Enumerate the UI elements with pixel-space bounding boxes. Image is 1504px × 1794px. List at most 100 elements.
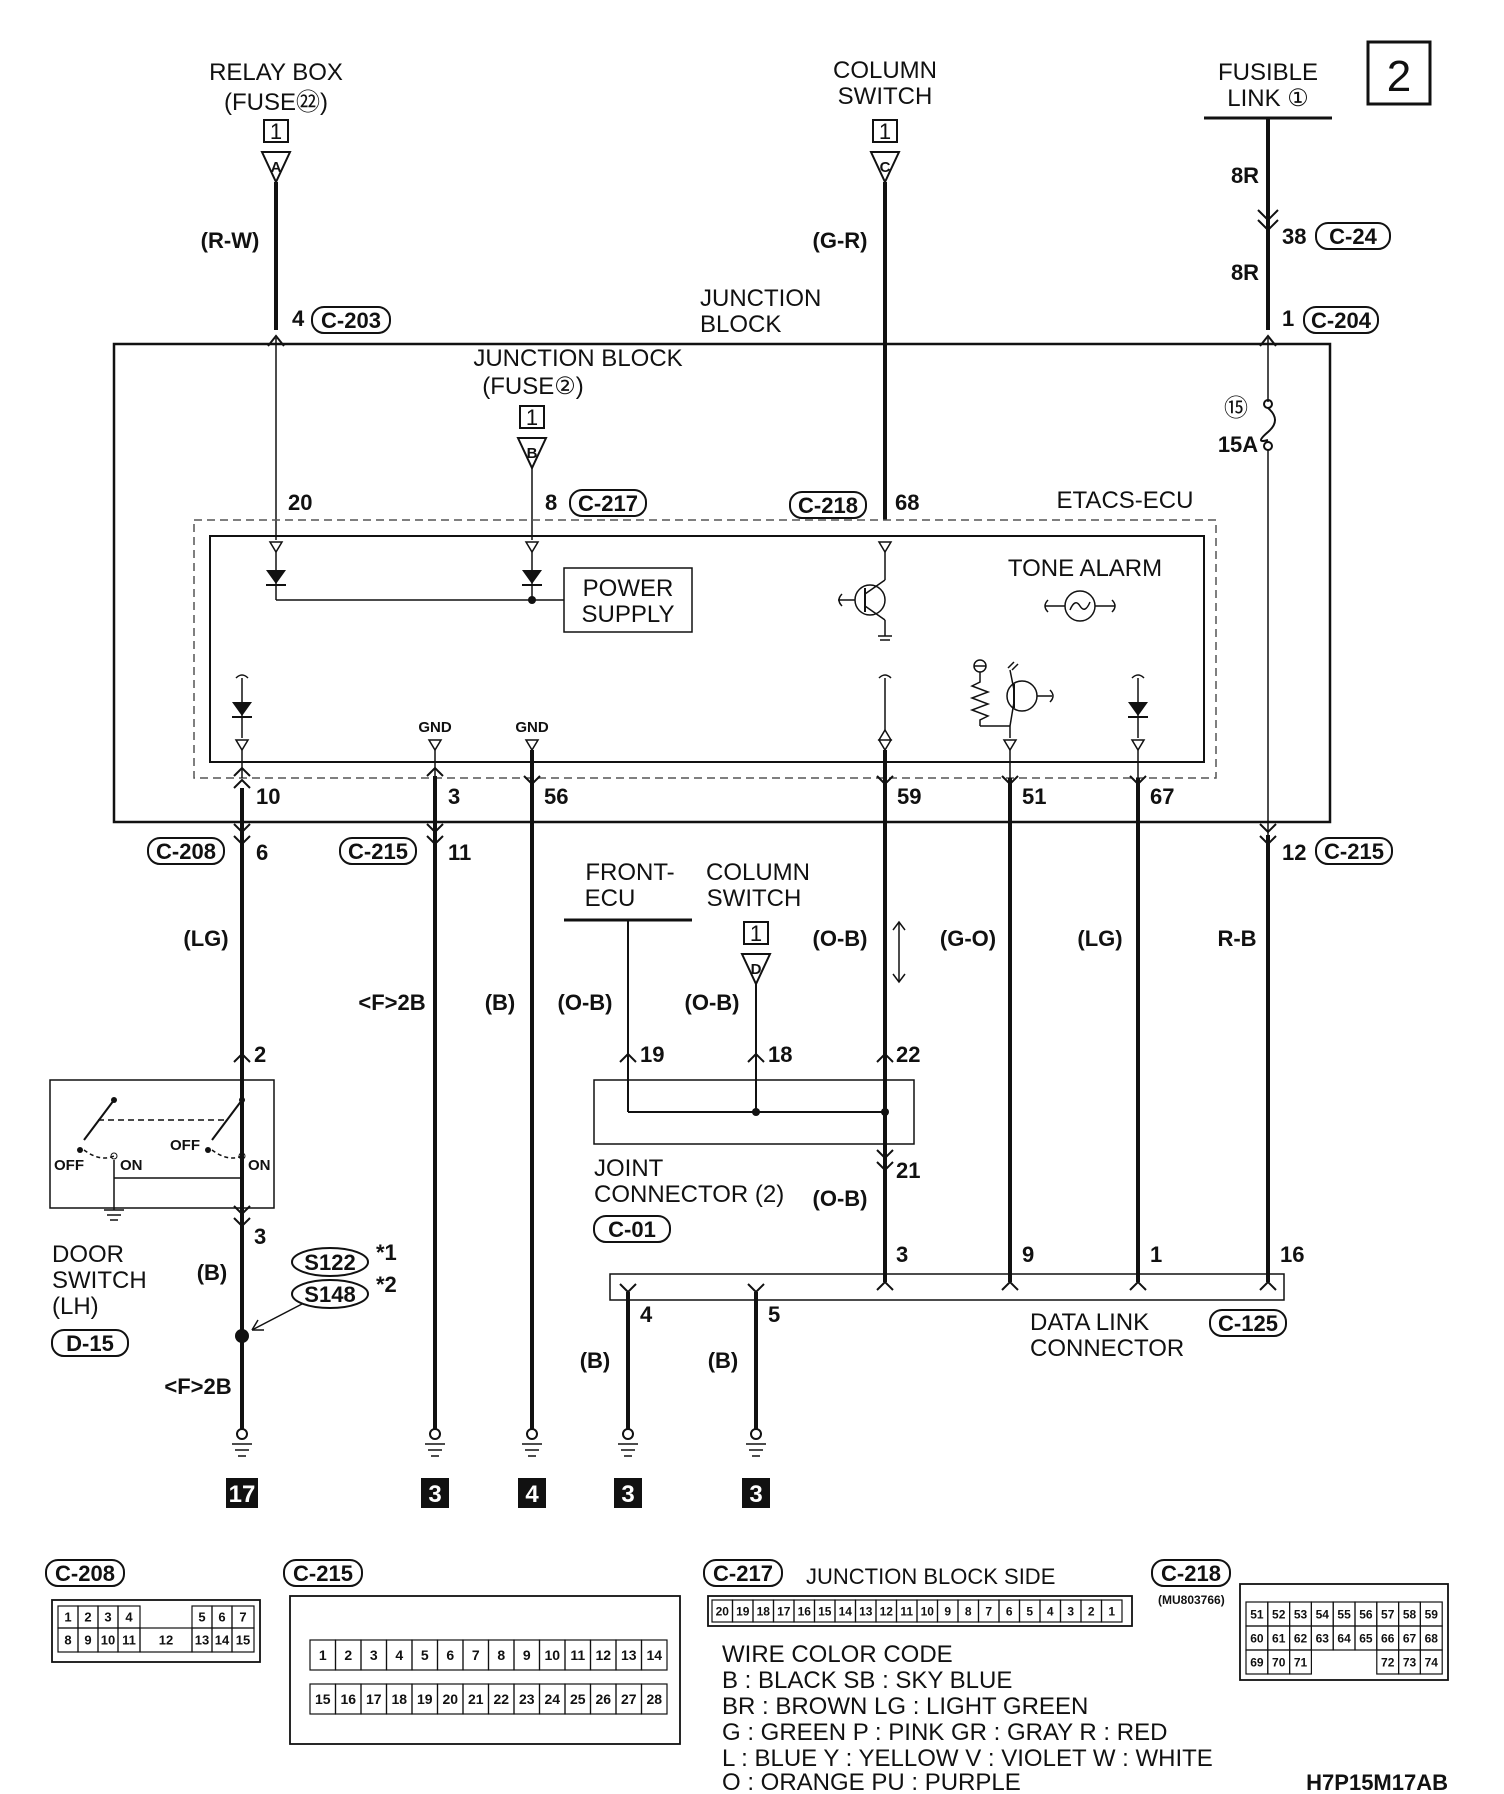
connector-c24: C-24 xyxy=(1329,224,1377,249)
pin21-chevron xyxy=(876,1149,894,1172)
connector-c218-badge xyxy=(789,491,867,519)
joint-junction-a xyxy=(752,1108,760,1116)
wire-b3-label: (B) xyxy=(708,1348,739,1373)
ecu-break-67 xyxy=(1131,674,1145,679)
etacs-ecu-title: ETACS-ECU xyxy=(1057,487,1194,514)
connector-c125-badge xyxy=(1209,1309,1287,1337)
c218-pin: 63 xyxy=(1316,1631,1330,1645)
relay-box-terminal-letter: A xyxy=(271,159,282,176)
pin-59: 59 xyxy=(897,784,921,809)
c215-pin: 16 xyxy=(340,1691,356,1707)
c217-pin: 3 xyxy=(1067,1604,1074,1618)
c215-pin: 1 xyxy=(319,1647,327,1663)
c217-pin: 6 xyxy=(1006,1604,1013,1618)
c218-pin: 51 xyxy=(1250,1607,1264,1621)
splice-s122: S122 xyxy=(304,1250,355,1275)
column-switch-d-connector-box xyxy=(743,921,769,945)
ground-terminals xyxy=(232,1428,766,1457)
pin-3-jb: 3 xyxy=(448,784,460,809)
pin-9: 9 xyxy=(1022,1242,1034,1267)
wire-f2b2-label: <F>2B xyxy=(164,1374,231,1399)
door-switch-on-label-b: ON xyxy=(248,1157,271,1174)
legend-line-5: O : ORANGE PU : PURPLE xyxy=(722,1769,1021,1794)
tone-alarm-wave xyxy=(1069,601,1091,611)
wire-ob3-label: (O-B) xyxy=(813,926,868,951)
c215-pin: 12 xyxy=(595,1647,611,1663)
dlc-pin5-arrow xyxy=(747,1283,765,1294)
c215-pin: 6 xyxy=(446,1647,454,1663)
legend-line-1: B : BLACK SB : SKY BLUE xyxy=(722,1667,1012,1694)
c217-pin: 17 xyxy=(777,1604,791,1618)
connector-c01-badge xyxy=(593,1215,671,1243)
c215-pin: 22 xyxy=(493,1691,509,1707)
legend-title: WIRE COLOR CODE xyxy=(722,1641,953,1668)
c218-pin-cell xyxy=(1419,1649,1443,1675)
ecu-pin59-triangle xyxy=(877,728,893,752)
joint-connector-label: JOINT xyxy=(594,1155,664,1182)
c218-pin-cell xyxy=(1288,1649,1312,1675)
c218-pin: 60 xyxy=(1250,1631,1264,1645)
ground-label-3a: 3 xyxy=(428,1481,441,1508)
fusible-link-label: FUSIBLE xyxy=(1218,59,1318,86)
column-switch-d-terminal-letter: D xyxy=(751,961,762,978)
face-c217-badge xyxy=(703,1559,783,1587)
c215-pin: 18 xyxy=(391,1691,407,1707)
pin-67: 67 xyxy=(1150,784,1174,809)
connector-c215b: C-215 xyxy=(1324,839,1384,864)
c218-pin: 69 xyxy=(1250,1655,1264,1669)
c218-pin: 68 xyxy=(1425,1631,1439,1645)
ecu-pin67-triangle xyxy=(1130,739,1146,752)
c208-outline xyxy=(51,1599,261,1663)
ecu-pin68-triangle xyxy=(877,541,893,554)
connector-c24-badge xyxy=(1315,222,1391,250)
data-link-label-2: CONNECTOR xyxy=(1030,1335,1184,1362)
diode-10 xyxy=(232,702,252,716)
connector-c217-badge xyxy=(569,489,647,517)
diode-67 xyxy=(1128,702,1148,716)
pin-5: 5 xyxy=(768,1302,780,1327)
wire-gr-label: (G-R) xyxy=(813,228,868,253)
c217-pin: 19 xyxy=(736,1604,750,1618)
pin10-exit-arrow xyxy=(233,766,251,789)
bidirectional-arrow-heads xyxy=(892,920,906,984)
door-switch-travel xyxy=(83,1149,243,1159)
gnd-label-1: GND xyxy=(418,719,452,736)
connector-c24-chevron xyxy=(1257,209,1279,232)
c203-entry-arrow xyxy=(267,334,285,347)
face-c208-label: C-208 xyxy=(55,1561,115,1586)
pin-51: 51 xyxy=(1022,784,1046,809)
c218-pin: 67 xyxy=(1403,1631,1417,1645)
ecu-pin10-triangle xyxy=(234,739,250,752)
c215-pin: 15 xyxy=(315,1691,331,1707)
c215-outline xyxy=(289,1595,681,1745)
c215-pin: 8 xyxy=(497,1647,505,1663)
connector-d15: D-15 xyxy=(66,1331,114,1356)
pin51-transistor-icon xyxy=(1006,680,1038,712)
etacs-ecu-inner-frame xyxy=(209,535,1205,763)
column-switch-terminal xyxy=(869,151,901,185)
ecu-pin3-triangle xyxy=(427,739,443,752)
face-c217-label: C-217 xyxy=(713,1561,773,1586)
splice-dot xyxy=(235,1329,249,1343)
column-switch-d-terminal xyxy=(740,953,772,987)
column-switch-terminal-letter: C xyxy=(880,159,891,176)
c208-pin: 2 xyxy=(84,1610,91,1625)
face-c218-badge xyxy=(1151,1559,1231,1587)
column-switch-label-2: SWITCH xyxy=(838,83,933,110)
c218-pin: 57 xyxy=(1381,1607,1395,1621)
joint-junction-b xyxy=(881,1108,889,1116)
c215-pin: 9 xyxy=(523,1647,531,1663)
face-c217-side: JUNCTION BLOCK SIDE xyxy=(806,1564,1055,1589)
connector-c01: C-01 xyxy=(608,1217,656,1242)
pin-12: 12 xyxy=(1282,840,1306,865)
pin51-transistor-break xyxy=(1049,689,1054,703)
c217-pin-cell xyxy=(1100,1599,1123,1623)
c204-entry-arrow xyxy=(1259,334,1277,347)
pin51-transistor-legs xyxy=(1009,669,1015,727)
c215-pin: 11 xyxy=(570,1647,585,1663)
c215-pin: 28 xyxy=(646,1691,662,1707)
dlc-pin1-arrow xyxy=(1129,1280,1147,1291)
wire-f2b-label: <F>2B xyxy=(358,990,425,1015)
c215-pin: 13 xyxy=(621,1647,637,1663)
